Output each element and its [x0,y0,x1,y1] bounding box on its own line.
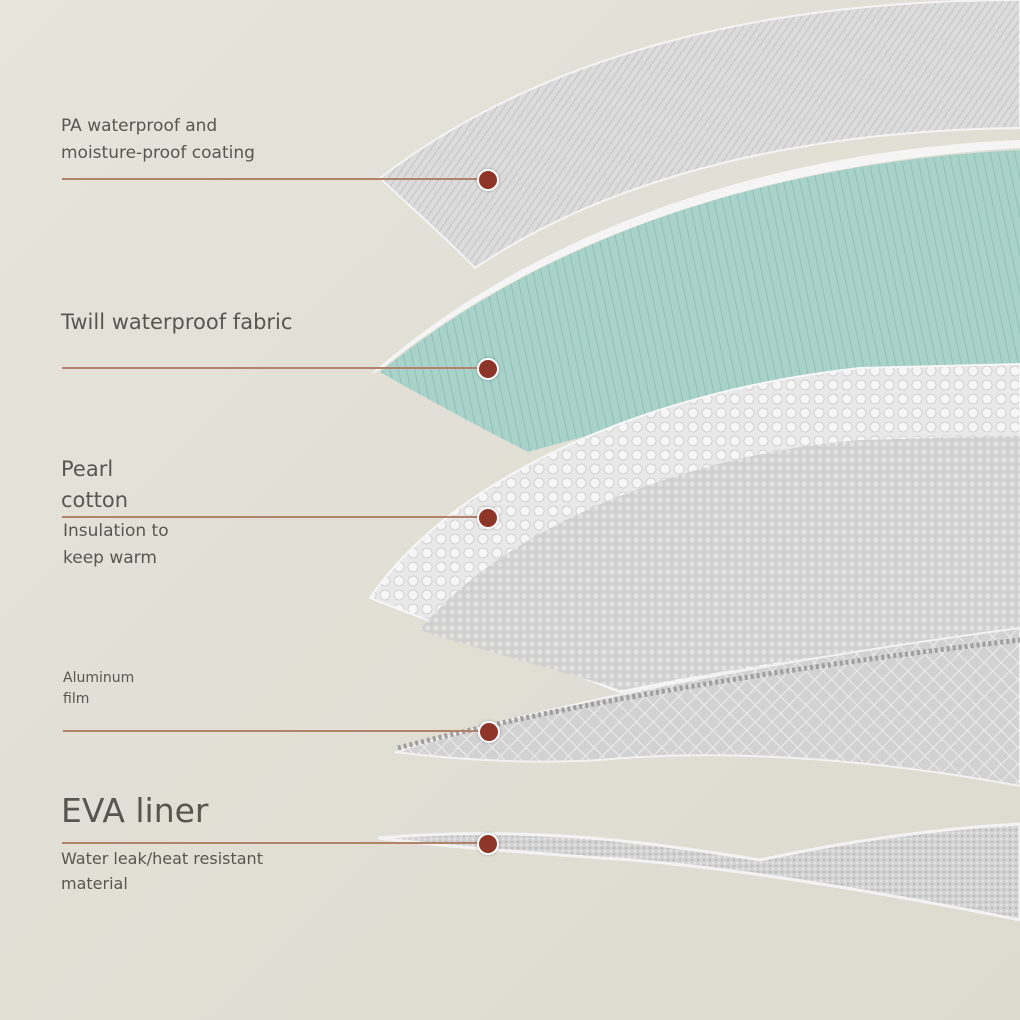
label-line: PA waterproof and [61,116,218,136]
pa-coating-label: PA waterproof and moisture-proof coating [61,113,255,167]
label-line: Water leak/heat resistant [61,849,263,868]
pa-coating-leader-line [62,178,482,180]
label-line: EVA liner [61,791,209,830]
eva-liner-layer [377,822,1020,922]
aluminum-film-layer [394,626,1020,788]
label-line: moisture-proof coating [61,143,255,163]
twill-fabric-marker [477,358,499,380]
pa-coating-layer [378,0,1020,270]
label-line: Aluminum [63,670,135,686]
pearl-cotton-marker [477,507,499,529]
label-line: Pearl [61,457,114,481]
aluminum-film-leader-line [63,730,483,732]
label-line: Twill waterproof fabric [61,310,293,334]
pearl-cotton-title: Pearl cotton [61,454,128,516]
label-line: keep warm [63,548,157,568]
pa-coating-marker [477,169,499,191]
label-line: Insulation to [63,521,169,541]
eva-liner-title: EVA liner [61,790,209,831]
aluminum-film-label: Aluminum film [63,668,134,710]
label-line: material [61,874,128,893]
pearl-cotton-leader-line [62,516,482,518]
pearl-cotton-description: Insulation to keep warm [63,518,169,572]
eva-liner-description: Water leak/heat resistant material [61,846,263,896]
twill-fabric-label: Twill waterproof fabric [61,309,292,335]
twill-fabric-leader-line [62,367,482,369]
eva-liner-leader-line [62,842,482,844]
label-line: film [63,691,90,707]
pearl-cotton-inner [420,436,1020,690]
label-line: cotton [61,488,129,512]
eva-liner-marker [477,833,499,855]
aluminum-film-marker [478,721,500,743]
